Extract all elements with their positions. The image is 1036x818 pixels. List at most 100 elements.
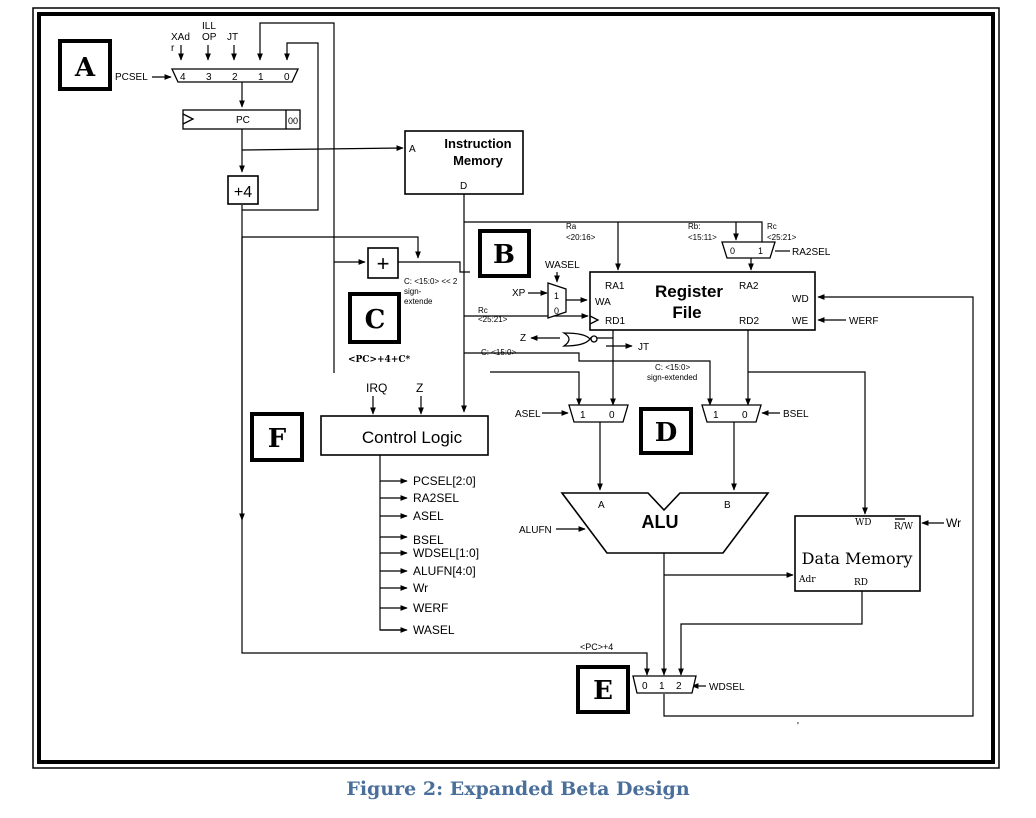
figure-caption: Figure 2: Expanded Beta Design xyxy=(346,778,690,800)
regfile-port-rd2: RD2 xyxy=(739,316,759,327)
dmem-adr: Adr xyxy=(798,575,816,585)
ra-field-1: Ra xyxy=(566,222,577,231)
wdsel-in-2: 2 xyxy=(676,681,682,692)
pc-suffix: 00 xyxy=(288,116,298,126)
wasel-label: WASEL xyxy=(545,260,580,271)
regfile-port-wa: WA xyxy=(595,297,611,308)
illop-label-2: OP xyxy=(202,32,217,43)
pcsel-input-1: 1 xyxy=(258,72,264,83)
dmem-title: Data Memory xyxy=(802,549,913,568)
rc-field-2: <25:21> xyxy=(767,233,797,242)
ctrl-out-pcsel: PCSEL[2:0] xyxy=(413,474,476,488)
xadr-label-2: r xyxy=(171,43,175,54)
dmem-rw: R/W xyxy=(894,522,914,532)
wdsel-label: WDSEL xyxy=(709,682,745,693)
illop-label-1: ILL xyxy=(202,21,216,32)
ctrl-out-bsel: BSEL xyxy=(413,533,444,547)
alufn-label: ALUFN xyxy=(519,525,552,536)
bsel-mux xyxy=(701,404,762,423)
xadr-label-1: XAd xyxy=(171,32,190,43)
register-file xyxy=(589,271,816,331)
jt-label: JT xyxy=(638,342,649,353)
z-label: Z xyxy=(520,333,526,344)
section-label-d: D xyxy=(655,418,678,448)
ctrl-out-wdsel: WDSEL[1:0] xyxy=(413,546,479,560)
alu-port-b: B xyxy=(724,500,731,511)
ra2sel-mux xyxy=(721,241,776,259)
ra2sel-in-0: 0 xyxy=(730,246,735,256)
asel-mux xyxy=(568,404,629,423)
bsel-in-1: 1 xyxy=(713,410,719,421)
imem-port-d: D xyxy=(460,181,467,192)
asel-in-0: 0 xyxy=(609,410,615,421)
bsel-in-0: 0 xyxy=(742,410,748,421)
wdsel-in-1: 1 xyxy=(659,681,665,692)
imem-title-1: Instruction xyxy=(444,136,511,151)
pcsel-input-3: 3 xyxy=(206,72,212,83)
regfile-title-1: Register xyxy=(655,282,723,301)
alu-body xyxy=(560,492,770,554)
z-nor-gate xyxy=(561,332,591,347)
jt-top-label: JT xyxy=(227,32,238,43)
pc-register xyxy=(182,109,301,130)
rc-wa-field-1: Rc xyxy=(478,306,488,315)
regfile-title-2: File xyxy=(672,303,701,322)
regfile-port-wd: WD xyxy=(792,294,809,305)
ctrl-out-wr: Wr xyxy=(413,581,428,595)
c-sext-label-1: C: <15:0> xyxy=(655,363,690,372)
ctrl-out-ra2sel: RA2SEL xyxy=(413,491,459,505)
section-label-b: B xyxy=(493,240,515,270)
control-z-label: Z xyxy=(416,381,423,395)
werf-label: WERF xyxy=(849,316,878,327)
branch-offset-2: sign- xyxy=(404,287,422,296)
pcsel-input-4: 4 xyxy=(180,72,186,83)
pc-label: PC xyxy=(236,115,250,126)
wdsel-in-0: 0 xyxy=(642,681,648,692)
branch-target: <PC>+4+C* xyxy=(348,355,411,365)
adder-label: + xyxy=(377,251,390,276)
stray-mark: ' xyxy=(797,721,799,732)
ra2sel-in-1: 1 xyxy=(758,246,763,256)
asel-label: ASEL xyxy=(515,409,541,420)
wasel-in-0: 0 xyxy=(554,306,559,316)
ctrl-out-asel: ASEL xyxy=(413,509,444,523)
control-logic-title: Control Logic xyxy=(362,428,463,447)
regfile-port-ra1: RA1 xyxy=(605,281,625,292)
ra-field-2: <20:16> xyxy=(566,233,596,242)
ctrl-out-alufn: ALUFN[4:0] xyxy=(413,564,476,578)
pcsel-mux xyxy=(170,68,300,83)
c-field-label: C: <15:0> xyxy=(481,348,516,357)
section-label-c: C xyxy=(365,305,386,335)
inner-frame xyxy=(37,12,995,764)
ctrl-out-werf: WERF xyxy=(413,601,448,615)
bsel-label: BSEL xyxy=(783,409,809,420)
branch-offset-1: C: <15:0> << 2 xyxy=(404,277,458,286)
plus4-label: +4 xyxy=(234,184,252,201)
section-label-e: E xyxy=(593,676,613,706)
wasel-mux xyxy=(547,282,567,319)
rc-wa-field-2: <25:21> xyxy=(478,315,508,324)
labels: A B C D E F PCSEL XAd r ILL OP JT 4 3 2 … xyxy=(74,21,961,732)
outer-frame xyxy=(32,7,1000,769)
section-label-a: A xyxy=(74,53,96,83)
wasel-in-1: 1 xyxy=(554,291,559,301)
dmem-wd: WD xyxy=(855,518,871,528)
components xyxy=(170,68,921,694)
ctrl-out-wasel: WASEL xyxy=(413,623,455,637)
dmem-wr: Wr xyxy=(946,516,961,530)
irq-label: IRQ xyxy=(366,381,387,395)
xp-label: XP xyxy=(512,288,526,299)
regfile-port-rd1: RD1 xyxy=(605,316,625,327)
regfile-port-ra2: RA2 xyxy=(739,281,759,292)
branch-adder xyxy=(367,247,399,279)
plus4-adder xyxy=(227,175,259,205)
rb-field-2: <15:11> xyxy=(688,233,717,242)
branch-offset-3: extende xyxy=(404,297,433,306)
wdsel-mux xyxy=(632,675,697,694)
alu-title: ALU xyxy=(642,512,679,532)
pcsel-label: PCSEL xyxy=(115,72,148,83)
rb-field-1: Rb: xyxy=(688,222,700,231)
instruction-memory xyxy=(404,130,524,195)
data-memory xyxy=(794,515,921,592)
